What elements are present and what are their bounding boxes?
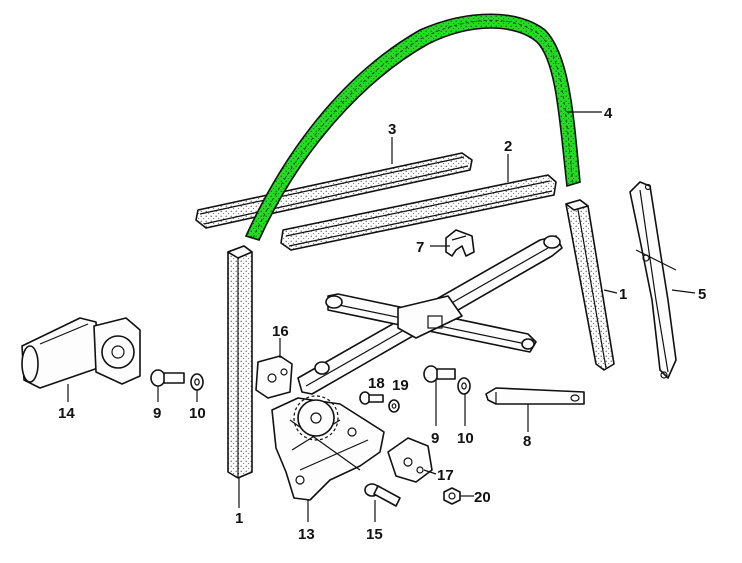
drive-bracket-17 (387, 437, 433, 483)
bolt-15 (364, 483, 401, 507)
label-4: 4 (604, 105, 613, 122)
bolt-9-right (423, 365, 456, 383)
washer-10-left (190, 373, 204, 391)
window-channel-strip-2 (280, 174, 557, 251)
screw-18 (359, 391, 384, 405)
guide-bracket-5 (629, 181, 677, 379)
label-10-right: 10 (457, 430, 474, 447)
label-17: 17 (437, 467, 454, 484)
window-motor-14 (21, 317, 141, 389)
nut-20 (443, 487, 461, 505)
label-9-left: 9 (153, 405, 161, 422)
bolt-9-left (150, 369, 185, 387)
leader-lines (67, 111, 696, 522)
slide-bar-8 (485, 387, 585, 405)
label-10-left: 10 (189, 405, 206, 422)
label-2: 2 (504, 138, 512, 155)
door-frame-seal-4 (244, 13, 581, 241)
guide-rail-1-left (227, 245, 253, 479)
label-9-right: 9 (431, 430, 439, 447)
window-regulator-arms (297, 235, 563, 395)
label-20: 20 (474, 489, 491, 506)
label-13: 13 (298, 526, 315, 543)
label-19: 19 (392, 377, 409, 394)
washer-19 (388, 399, 400, 413)
label-1-left: 1 (235, 510, 243, 527)
label-8: 8 (523, 433, 531, 450)
part-number-labels: 3 2 4 5 1 7 8 1 13 14 15 16 17 20 18 19 … (58, 105, 706, 543)
washer-10-right (457, 377, 471, 395)
clip-7 (445, 229, 475, 257)
regulator-base-plate-13 (271, 395, 385, 501)
label-3: 3 (388, 121, 396, 138)
label-16: 16 (272, 323, 289, 340)
label-15: 15 (366, 526, 383, 543)
label-18: 18 (368, 375, 385, 392)
guide-rail-1-right (565, 199, 615, 371)
label-5: 5 (698, 286, 706, 303)
drive-bracket-16 (255, 355, 293, 399)
label-1-right: 1 (619, 286, 627, 303)
label-14: 14 (58, 405, 75, 422)
label-7: 7 (416, 239, 424, 256)
